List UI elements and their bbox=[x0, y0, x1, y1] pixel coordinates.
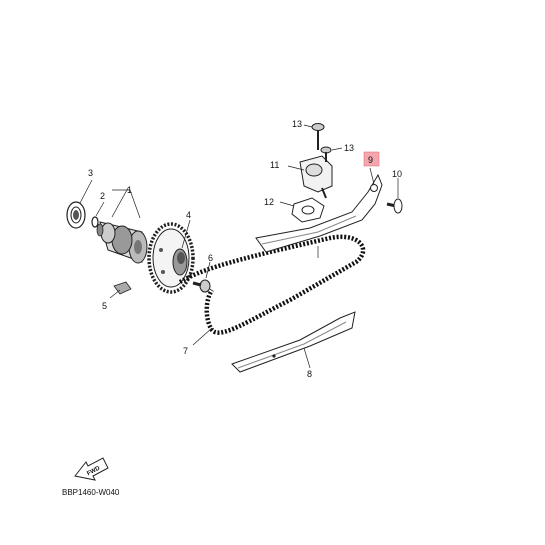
chain-guide-part-8[interactable] bbox=[231, 311, 356, 373]
camshaft-assembly[interactable] bbox=[66, 201, 148, 295]
callout-2[interactable]: 2 bbox=[100, 191, 105, 201]
forward-arrow-icon: FWD bbox=[74, 457, 109, 481]
oring-part-2[interactable] bbox=[91, 216, 99, 228]
callout-13-b[interactable]: 13 bbox=[344, 143, 354, 153]
callout-5[interactable]: 5 bbox=[102, 301, 107, 311]
leader-lines bbox=[79, 124, 399, 369]
diagram-code: BBP1460-W040 bbox=[62, 488, 120, 497]
callout-11[interactable]: 11 bbox=[270, 160, 279, 170]
callout-8[interactable]: 8 bbox=[307, 369, 312, 379]
camshaft-part-1[interactable] bbox=[96, 221, 148, 264]
callout-4[interactable]: 4 bbox=[186, 210, 191, 220]
timing-chain-part-7[interactable] bbox=[178, 234, 366, 335]
tensioner-guide-part-9[interactable] bbox=[255, 173, 383, 253]
callout-9[interactable]: 9 bbox=[368, 155, 373, 165]
callout-10[interactable]: 10 bbox=[392, 169, 402, 179]
callout-7[interactable]: 7 bbox=[183, 346, 188, 356]
tensioner-part-11[interactable] bbox=[299, 155, 333, 199]
callout-12[interactable]: 12 bbox=[264, 197, 274, 207]
callout-1[interactable]: 1 bbox=[127, 185, 132, 195]
callout-13-a[interactable]: 13 bbox=[292, 119, 302, 129]
cam-sprocket-part-4[interactable] bbox=[147, 222, 195, 294]
highlight-box bbox=[363, 151, 380, 167]
callout-3[interactable]: 3 bbox=[88, 168, 93, 178]
bolt-part-13-b[interactable] bbox=[320, 146, 332, 162]
gasket-part-12[interactable] bbox=[291, 197, 325, 223]
callout-6[interactable]: 6 bbox=[208, 253, 213, 263]
pin-bolt-part-10[interactable] bbox=[386, 198, 403, 214]
bearing-part-3[interactable] bbox=[66, 201, 86, 229]
bolt-part-13-a[interactable] bbox=[311, 123, 325, 151]
decomp-part-5[interactable] bbox=[113, 281, 132, 295]
bolt-part-6[interactable] bbox=[192, 279, 211, 293]
